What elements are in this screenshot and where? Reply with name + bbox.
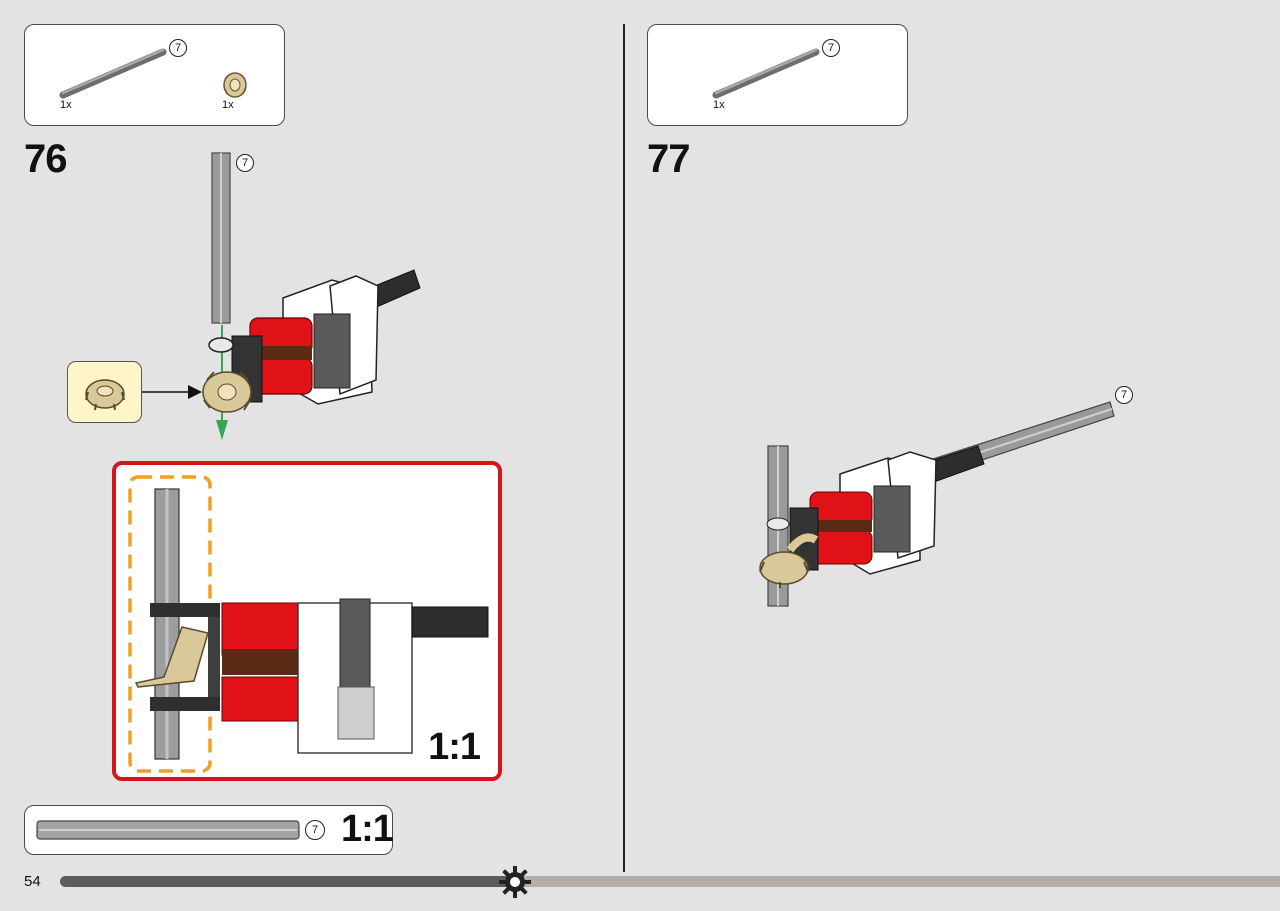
step-number-77: 77 <box>647 137 690 181</box>
ruler-scale-label: 1:1 <box>341 808 394 850</box>
axle-length-badge: 7 <box>822 39 840 57</box>
axle-ruler-box: 7 1:1 <box>24 805 394 855</box>
step-number-76: 76 <box>24 137 67 181</box>
progress-gear-icon <box>499 866 531 898</box>
axle-qty: 1x <box>60 99 72 111</box>
callout-assembly-illustration <box>128 475 489 773</box>
axle-ruler-icon <box>36 820 300 840</box>
submodel-bevel-gear-box <box>67 361 142 423</box>
axle-length-badge: 7 <box>169 39 187 57</box>
page-divider <box>623 24 625 872</box>
bevel-gear-qty: 1x <box>222 99 234 111</box>
page-number: 54 <box>24 873 41 890</box>
book-progress-bar <box>60 876 1280 887</box>
step-77-assembly-illustration <box>759 401 1115 607</box>
axle-qty: 1x <box>713 99 725 111</box>
bevel-gear-part-icon <box>223 72 247 98</box>
parts-list-step-76: 7 1x 1x <box>24 24 285 126</box>
axle-part-icon <box>712 48 820 99</box>
axle-length-badge-76: 7 <box>236 154 254 172</box>
step-76-assembly-illustration <box>142 152 421 440</box>
callout-scale-label: 1:1 <box>428 726 481 768</box>
callout-1-to-1: 1:1 <box>112 461 502 781</box>
book-progress-fill <box>60 876 512 887</box>
axle-part-icon <box>59 48 167 99</box>
ruler-length-badge: 7 <box>305 820 325 840</box>
parts-list-step-77: 7 1x <box>647 24 908 126</box>
bevel-gear-icon <box>85 379 125 411</box>
axle-length-badge-77: 7 <box>1115 386 1133 404</box>
